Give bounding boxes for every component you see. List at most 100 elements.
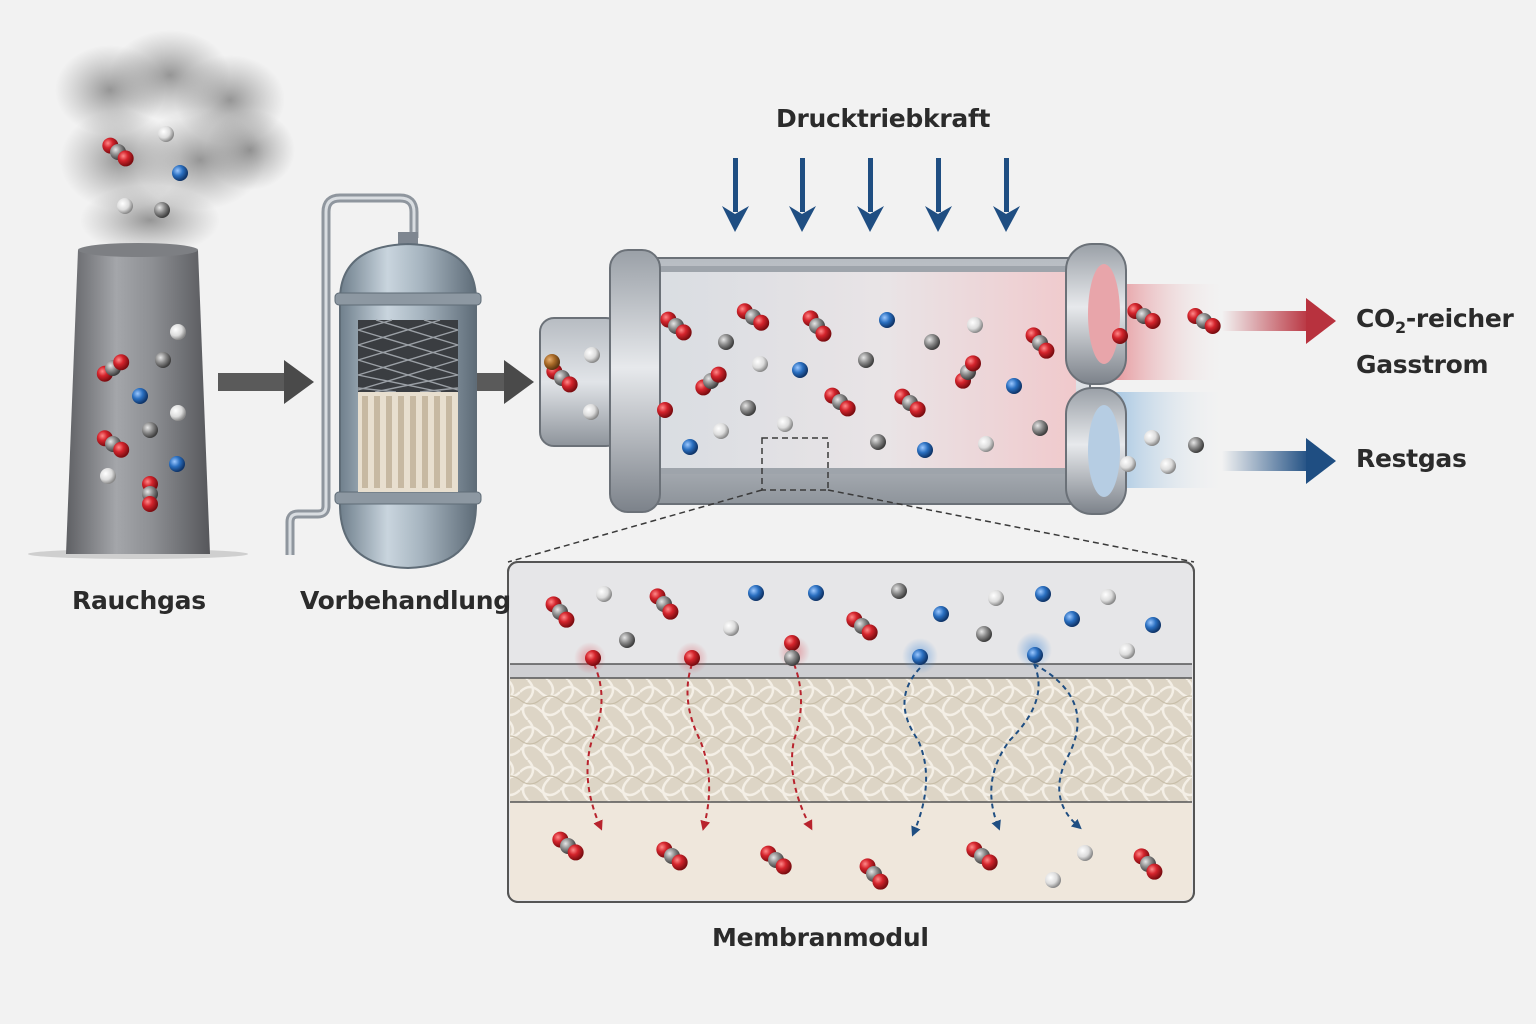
gas-molecules [96, 126, 1221, 890]
gas-atom-icon [784, 650, 800, 666]
nitrogen-molecule-icon [879, 312, 895, 328]
co2-molecule-icon [660, 311, 692, 341]
co2-molecule-icon [824, 387, 856, 417]
gas-atom-icon [596, 586, 612, 602]
co2-molecule-icon [966, 841, 998, 871]
gas-atom-icon [684, 650, 700, 666]
gas-atom-icon [967, 317, 983, 333]
gas-atom-icon [740, 400, 756, 416]
flow-arrow-to-module [472, 360, 534, 404]
co2-subscript: 2 [1395, 318, 1406, 337]
gas-atom-icon [584, 347, 600, 363]
down-arrow-icon [857, 158, 884, 232]
pressure-arrows [722, 158, 1020, 232]
filter-vessel-icon [285, 193, 482, 570]
nitrogen-molecule-icon [933, 606, 949, 622]
nitrogen-molecule-icon [169, 456, 185, 472]
gas-atom-icon [870, 434, 886, 450]
nitrogen-molecule-icon [917, 442, 933, 458]
label-vorbehandlung: Vorbehandlung [300, 586, 511, 615]
gas-atom-icon [117, 198, 133, 214]
co2-rich-stream-arrow [1222, 298, 1336, 344]
nitrogen-molecule-icon [132, 388, 148, 404]
zoom-connector [507, 489, 1195, 563]
nitrogen-molecule-icon [1064, 611, 1080, 627]
co2-molecule-icon [96, 430, 130, 458]
gas-atom-icon [583, 404, 599, 420]
co2-molecule-icon [736, 303, 770, 331]
gas-atom-icon [1160, 458, 1176, 474]
gas-atom-icon [585, 650, 601, 666]
co2-molecule-icon [102, 137, 134, 167]
co2-molecule-icon [552, 831, 584, 861]
gas-atom-icon [718, 334, 734, 350]
co2-molecule-icon [545, 596, 575, 628]
co2-molecule-icon [695, 366, 727, 396]
co2-molecule-icon [802, 310, 832, 342]
gas-atom-icon [544, 354, 560, 370]
gas-atom-icon [891, 583, 907, 599]
gas-atom-icon [170, 324, 186, 340]
nitrogen-molecule-icon [1006, 378, 1022, 394]
gas-atom-icon [154, 202, 170, 218]
down-arrow-icon [925, 158, 952, 232]
label-drucktriebkraft: Drucktriebkraft [776, 104, 991, 133]
co2-molecule-icon [760, 845, 792, 875]
co2-molecule-icon [859, 858, 889, 890]
co2-molecule-icon [1133, 848, 1163, 880]
co2-molecule-icon [656, 841, 688, 871]
co2-molecule-icon [955, 355, 981, 389]
nitrogen-molecule-icon [912, 649, 928, 665]
co2-prefix: CO [1356, 304, 1395, 333]
gas-atom-icon [752, 356, 768, 372]
nitrogen-molecule-icon [172, 165, 188, 181]
membrane-cylinder-icon [539, 243, 1228, 515]
nitrogen-molecule-icon [792, 362, 808, 378]
gas-atom-icon [100, 468, 116, 484]
gas-atom-icon [713, 423, 729, 439]
gas-atom-icon [1144, 430, 1160, 446]
gas-atom-icon [158, 126, 174, 142]
residual-stream-arrow [1222, 438, 1336, 484]
nitrogen-molecule-icon [748, 585, 764, 601]
co2-molecule-icon [846, 611, 878, 641]
co2-line2: Gasstrom [1356, 350, 1489, 379]
co2-molecule-icon [1127, 303, 1161, 329]
label-restgas: Restgas [1356, 444, 1467, 473]
gas-atom-icon [988, 590, 1004, 606]
nitrogen-molecule-icon [1027, 647, 1043, 663]
gas-atom-icon [1077, 845, 1093, 861]
gas-atom-icon [142, 422, 158, 438]
smoke-cloud-icon [55, 30, 295, 255]
gas-atom-icon [1119, 643, 1135, 659]
nitrogen-molecule-icon [1035, 586, 1051, 602]
label-co2-reicher-gasstrom: CO2-reicher Gasstrom [1356, 300, 1514, 383]
gas-atom-icon [1100, 589, 1116, 605]
co2-molecule-icon [96, 354, 130, 382]
co2-suffix: -reicher [1405, 304, 1514, 333]
co2-molecule-icon [894, 388, 926, 418]
co2-molecule-icon [142, 476, 158, 512]
down-arrow-icon [722, 158, 749, 232]
nitrogen-molecule-icon [682, 439, 698, 455]
gas-atom-icon [657, 402, 673, 418]
label-rauchgas: Rauchgas [72, 586, 206, 615]
gas-atom-icon [723, 620, 739, 636]
gas-atom-icon [978, 436, 994, 452]
gas-atom-icon [784, 635, 800, 651]
gas-atom-icon [619, 632, 635, 648]
gas-atom-icon [976, 626, 992, 642]
down-arrow-icon [993, 158, 1020, 232]
gas-atom-icon [1045, 872, 1061, 888]
down-arrow-icon [789, 158, 816, 232]
gas-atom-icon [1120, 456, 1136, 472]
co2-molecule-icon [1187, 308, 1221, 334]
co2-molecule-icon [649, 588, 679, 620]
gas-atom-icon [1188, 437, 1204, 453]
co2-molecule-icon [1025, 327, 1055, 359]
gas-atom-icon [777, 416, 793, 432]
gas-atom-icon [1112, 328, 1128, 344]
gas-atom-icon [924, 334, 940, 350]
gas-atom-icon [155, 352, 171, 368]
